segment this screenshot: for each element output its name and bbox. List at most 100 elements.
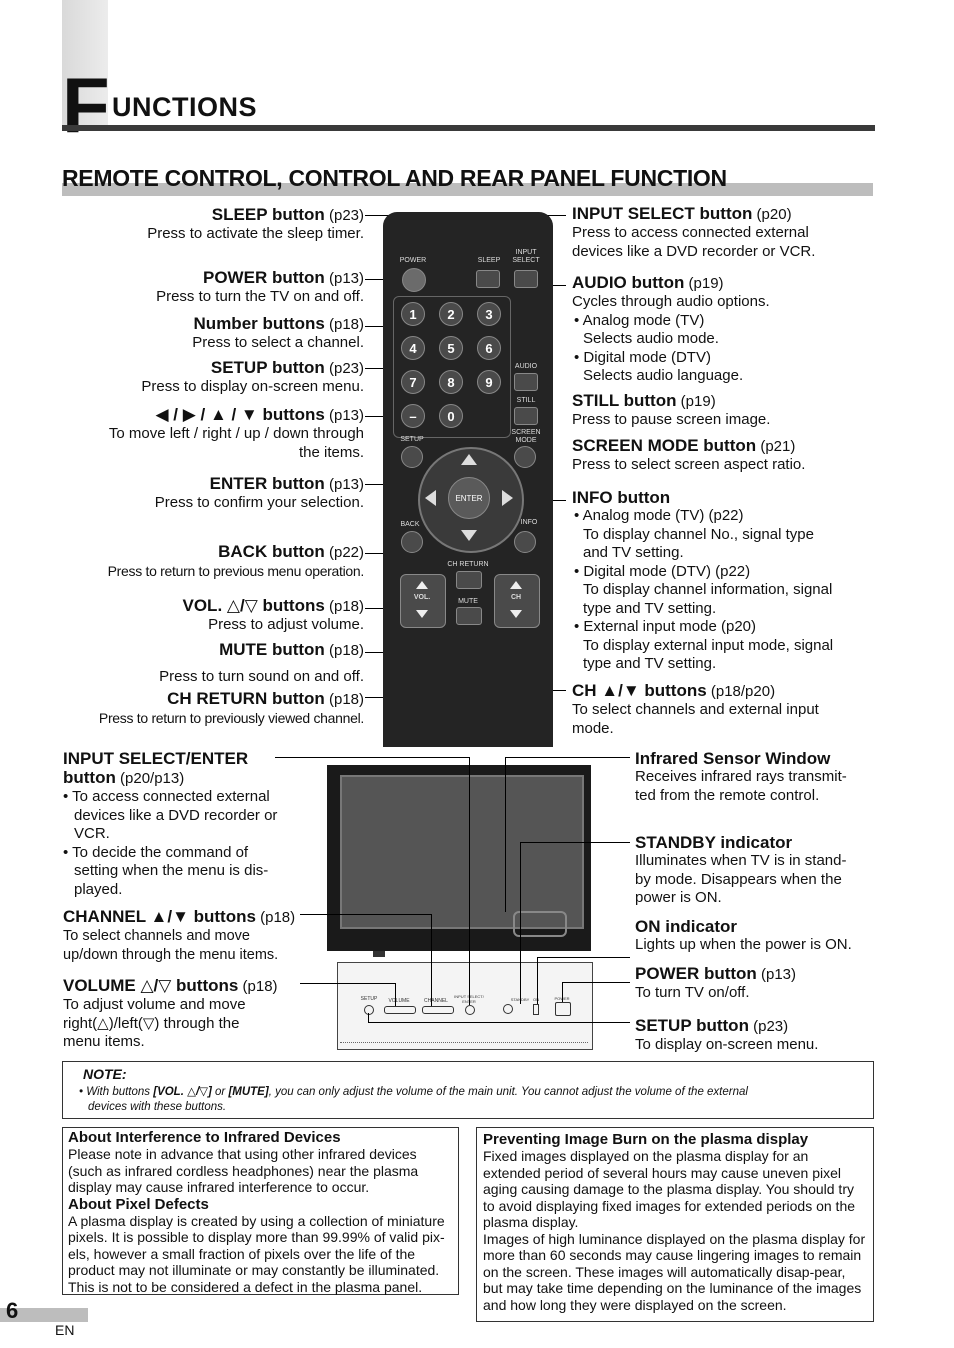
audio-label: AUDIO button (p19) Cycles through audio …	[572, 273, 770, 384]
digit-1-button[interactable]: 1	[401, 302, 425, 326]
remote-audio-text: AUDIO	[514, 363, 538, 370]
remote-still-text: STILL	[516, 397, 536, 404]
page-number: 6	[6, 1298, 19, 1323]
digit-3-button[interactable]: 3	[477, 302, 501, 326]
remote-input-select-button[interactable]	[514, 270, 538, 288]
remote-chreturn-button[interactable]	[456, 571, 482, 589]
remote-vol-text: VOL.	[413, 594, 431, 601]
digit-6-button[interactable]: 6	[477, 336, 501, 360]
setup-label: SETUP button (p23) Press to display on-s…	[141, 358, 364, 395]
image-burn-box: Preventing Image Burn on the plasma disp…	[476, 1127, 874, 1322]
remote-info-text: INFO	[520, 519, 538, 526]
page-number-bar	[0, 1308, 88, 1322]
digit-dash-button[interactable]: –	[401, 404, 425, 428]
input-select-label: INPUT SELECT button (p20) Press to acces…	[572, 204, 816, 260]
digit-8-button[interactable]: 8	[439, 370, 463, 394]
note-title: NOTE:	[83, 1066, 127, 1082]
page-title: UNCTIONS	[112, 92, 257, 122]
on-indicator	[533, 1004, 539, 1015]
panel-on-text: ON	[533, 997, 539, 1002]
remote-mute-button[interactable]	[456, 607, 482, 625]
remote-audio-button[interactable]	[514, 373, 538, 391]
still-label: STILL button (p19) Press to pause screen…	[572, 391, 771, 428]
on-label: ON indicator Lights up when the power is…	[635, 917, 852, 953]
remote-still-button[interactable]	[514, 407, 538, 425]
pixel-text: A plasma display is created by using a c…	[68, 1212, 445, 1295]
digit-7-button[interactable]: 7	[401, 370, 425, 394]
screen-mode-label: SCREEN MODE button (p21) Press to select…	[572, 436, 806, 473]
sleep-label: SLEEP button (p23) Press to activate the…	[147, 205, 364, 242]
ch-label: CH ▲/▼ buttons (p18/p20) To select chann…	[572, 681, 819, 737]
remote-power-button[interactable]	[402, 268, 426, 292]
dpad-right-button[interactable]	[502, 490, 513, 506]
remote-setup-text: SETUP	[400, 436, 424, 443]
panel-volume-buttons[interactable]	[384, 1006, 416, 1014]
remote-select-text: SELECT	[512, 257, 540, 264]
channel-label: CHANNEL ▲/▼ buttons (p18) To select chan…	[63, 907, 296, 963]
vol-up-icon	[416, 581, 428, 589]
panel-setup-button[interactable]	[364, 1005, 374, 1015]
panel-standby-text: STANDBY	[508, 997, 532, 1002]
remote-sleep-button[interactable]	[476, 270, 500, 288]
panel-setup-text: SETUP	[360, 996, 378, 1002]
panel-volume-text: VOLUME	[388, 998, 410, 1004]
section-bar	[62, 183, 873, 196]
remote-mode-text: MODE	[515, 437, 537, 444]
image-burn-text-1: Fixed images displayed on the plasma dis…	[483, 1148, 856, 1230]
vol-down-icon	[416, 610, 428, 618]
info-label: INFO button • Analog mode (TV) (p22) To …	[572, 488, 834, 672]
remote-screen-text: SCREEN	[511, 429, 541, 436]
panel-power-button[interactable]	[555, 1002, 571, 1016]
dpad-left-button[interactable]	[425, 490, 436, 506]
mute-label: MUTE button (p18) Press to turn sound on…	[159, 640, 364, 685]
note-text: • With buttons [VOL. △/▽] or [MUTE], you…	[79, 1086, 748, 1113]
remote-back-button[interactable]	[401, 531, 423, 553]
remote-mute-text: MUTE	[458, 598, 478, 605]
volume-label: VOLUME △/▽ buttons (p18) To adjust volum…	[63, 976, 278, 1050]
panel-setup-label: SETUP button (p23) To display on-screen …	[635, 1016, 819, 1053]
image-burn-text-2: Images of high luminance displayed on th…	[483, 1230, 866, 1313]
remote-enter-button[interactable]: ENTER	[448, 477, 490, 519]
digit-0-button[interactable]: 0	[439, 404, 463, 428]
header-tab	[62, 0, 108, 128]
standby-indicator	[503, 1004, 513, 1014]
arrows-label: ◀ / ▶ / ▲ / ▼ buttons (p13) To move left…	[108, 405, 364, 461]
number-pad	[393, 296, 511, 438]
remote-setup-button[interactable]	[401, 446, 423, 468]
dpad-up-button[interactable]	[461, 454, 477, 465]
remote-sleep-text: SLEEP	[477, 257, 501, 264]
panel-channel-buttons[interactable]	[422, 1006, 454, 1014]
tv-stand	[373, 951, 385, 957]
interference-text: Please note in advance that using other …	[68, 1146, 419, 1195]
enter-label: ENTER button (p13) Press to confirm your…	[154, 474, 364, 511]
section-title: REMOTE CONTROL, CONTROL AND REAR PANEL F…	[62, 165, 727, 191]
title-initial: F	[62, 61, 110, 149]
infrared-label: Infrared Sensor Window Receives infrared…	[635, 749, 847, 804]
remote-input-text: INPUT	[515, 249, 537, 256]
input-enter-label: INPUT SELECT/ENTER button (p20/p13) • To…	[63, 749, 278, 898]
panel-power-label: POWER button (p13) To turn TV on/off.	[635, 964, 796, 1001]
vol-label: VOL. △/▽ buttons (p18) Press to adjust v…	[182, 596, 365, 633]
number-label: Number buttons (p18) Press to select a c…	[192, 314, 364, 351]
power-label: POWER button (p13) Press to turn the TV …	[156, 268, 364, 305]
chreturn-label: CH RETURN button (p18) Press to return t…	[98, 689, 364, 726]
panel-channel-text: CHANNEL	[424, 998, 448, 1004]
dpad-down-button[interactable]	[461, 530, 477, 541]
digit-4-button[interactable]: 4	[401, 336, 425, 360]
tv-screen	[340, 775, 584, 929]
panel-grille	[340, 1042, 588, 1046]
panel-input-enter-button[interactable]	[465, 1005, 475, 1015]
remote-back-text: BACK	[400, 521, 420, 528]
remote-power-text: POWER	[399, 257, 427, 264]
image-burn-heading: Preventing Image Burn on the plasma disp…	[483, 1131, 809, 1148]
page-language: EN	[55, 1322, 75, 1338]
remote-info-button[interactable]	[514, 531, 536, 553]
back-label: BACK button (p22) Press to return to pre…	[107, 542, 365, 579]
infrared-sensor-window	[513, 911, 567, 937]
ch-up-icon	[510, 581, 522, 589]
title-rule	[62, 125, 875, 131]
digit-2-button[interactable]: 2	[439, 302, 463, 326]
digit-9-button[interactable]: 9	[477, 370, 501, 394]
remote-screen-mode-button[interactable]	[514, 446, 536, 468]
digit-5-button[interactable]: 5	[439, 336, 463, 360]
